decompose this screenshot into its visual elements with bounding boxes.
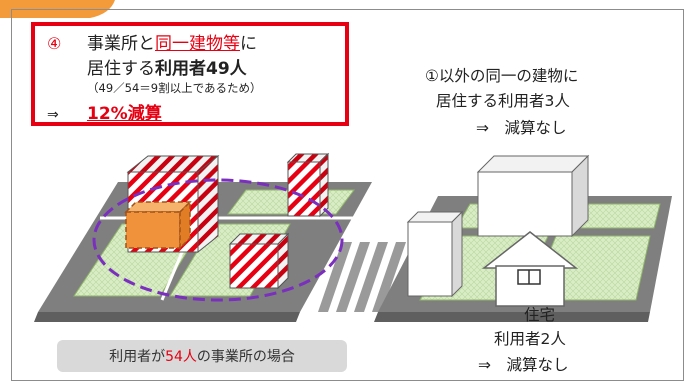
diagram-frame	[11, 9, 684, 381]
crosswalk	[318, 242, 406, 312]
callout-result: ⇒ 12%減算	[47, 99, 345, 124]
office-box	[124, 200, 192, 250]
case-suffix: の事業所の場合	[196, 349, 295, 365]
other-building-line3: ⇒ 減算なし	[476, 119, 567, 137]
reduction-callout: ④ 事業所と同一建物等に 居住する利用者49人 （49／54＝9割以上であるため）…	[31, 22, 349, 126]
callout-line2: 居住する利用者49人	[47, 54, 345, 79]
callout-line1-a: 事業所と	[87, 34, 155, 54]
same-building-boundary	[92, 178, 344, 302]
case-prefix: 利用者が	[109, 349, 166, 365]
arrow-icon: ⇒	[47, 107, 59, 123]
house-icon	[481, 231, 579, 307]
user-count-text: 利用者49人	[155, 59, 247, 79]
small-grey-building	[406, 210, 464, 298]
callout-line1: ④ 事業所と同一建物等に	[47, 29, 345, 54]
thin-building	[286, 152, 330, 218]
same-building-text: 同一建物等	[155, 34, 240, 54]
callout-number: ④	[47, 34, 62, 53]
callout-ratio-note: （49／54＝9割以上であるため）	[87, 81, 262, 95]
reduction-rate: 12%減算	[87, 104, 162, 124]
other-building-line2: 居住する利用者3人	[436, 92, 570, 110]
house-users: 利用者2人	[494, 330, 566, 348]
total-users: 54人	[165, 349, 197, 365]
small-building	[228, 232, 290, 290]
large-grey-building	[476, 154, 590, 238]
other-building-line1: ①以外の同一の建物に	[425, 67, 579, 85]
house-label: 住宅	[524, 306, 556, 324]
house-result: ⇒ 減算なし	[478, 356, 569, 374]
callout-line1-b: に	[240, 34, 257, 54]
callout-line2-a: 居住する	[87, 59, 155, 79]
